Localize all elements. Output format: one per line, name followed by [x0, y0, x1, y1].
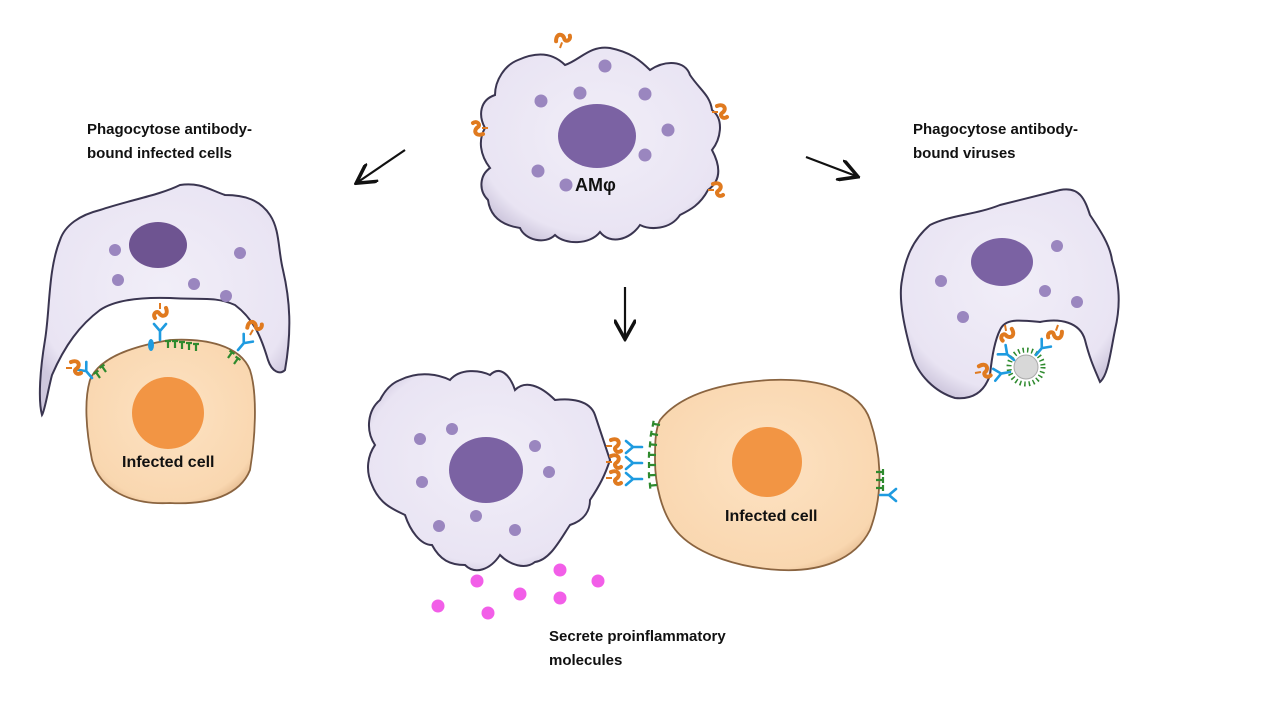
bottom-infected-cell-label: Infected cell: [725, 508, 817, 525]
virus: [1006, 347, 1046, 387]
arrow-to-right: [805, 155, 856, 176]
bottom-interaction-group: Infected cell: [367, 370, 898, 620]
left-macrophage-body: [38, 183, 291, 418]
cytokines: [431, 563, 605, 620]
left-caption-line1: Phagocytose antibody-: [87, 121, 253, 138]
left-infected-nucleus: [132, 377, 204, 449]
center-cell-label: AMφ: [575, 175, 616, 195]
right-macrophage-body: [899, 188, 1120, 400]
right-caption-line2: bound viruses: [913, 145, 1016, 162]
bottom-caption-line1: Secrete proinflammatory: [549, 628, 726, 645]
bottom-receptors: [604, 437, 623, 486]
bottom-macrophage-nucleus: [449, 437, 523, 503]
granules: [531, 59, 675, 192]
right-caption: Phagocytose antibody- bound viruses: [913, 118, 1078, 166]
center-macrophage: AMφ: [471, 29, 729, 244]
right-granules: [935, 240, 1083, 323]
left-macrophage-nucleus: [129, 222, 187, 268]
bottom-infected-nucleus: [732, 427, 802, 497]
bottom-caption-line2: molecules: [549, 652, 623, 669]
left-caption-line2: bound infected cells: [87, 145, 233, 162]
left-infected-cell-label: Infected cell: [122, 454, 214, 471]
left-granules: [109, 244, 246, 302]
right-macrophage-nucleus: [971, 238, 1033, 286]
bottom-caption: Secrete proinflammatory molecules: [549, 625, 726, 673]
right-caption-line1: Phagocytose antibody-: [913, 121, 1079, 138]
arrow-to-left: [358, 149, 406, 182]
macrophage-nucleus: [558, 104, 636, 168]
left-caption: Phagocytose antibody- bound infected cel…: [87, 118, 252, 166]
right-phagocytosis-group: [899, 188, 1120, 400]
bottom-granules: [414, 423, 555, 536]
left-phagocytosis-group: Infected cell: [38, 183, 291, 505]
